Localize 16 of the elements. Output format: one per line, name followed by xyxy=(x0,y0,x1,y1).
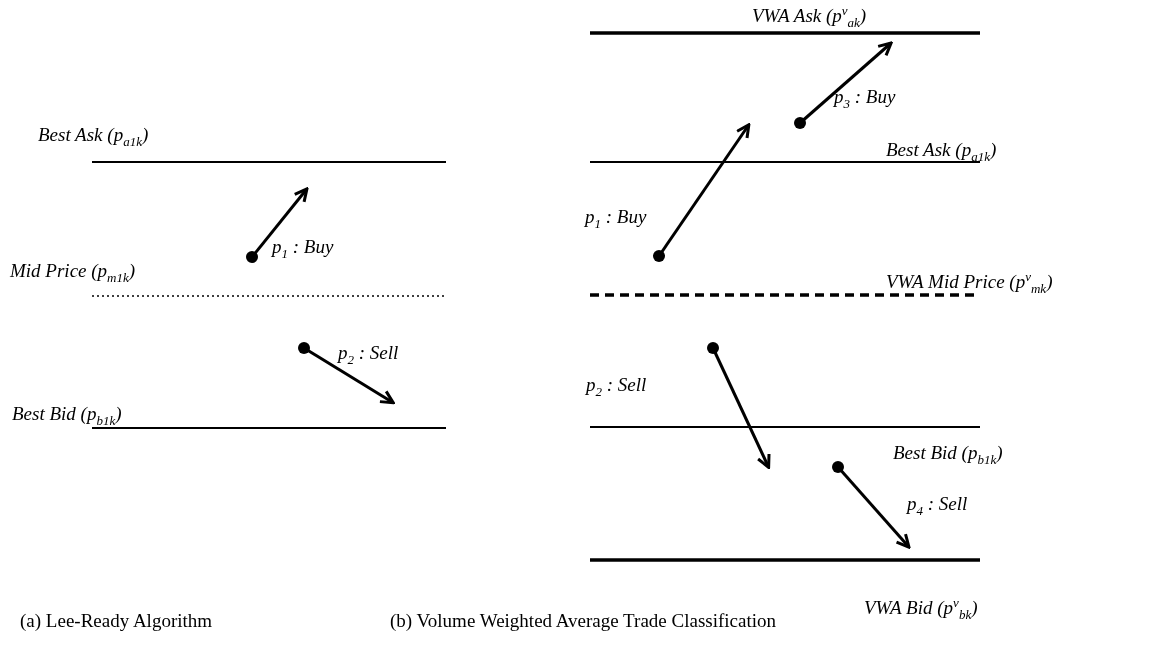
arrow-label: p$_{1}$ : Buy xyxy=(585,206,647,233)
line-label: VWA Bid (p$^{v}$$_{bk}$) xyxy=(864,594,978,625)
arrow-label: p$_{2}$ : Sell xyxy=(338,342,399,369)
arrow-label: p$_{4}$ : Sell xyxy=(907,493,968,520)
arrow-label: p$_{1}$ : Buy xyxy=(272,236,334,263)
arrow-label: p$_{2}$ : Sell xyxy=(586,374,647,401)
arrow-label: p$_{3}$ : Buy xyxy=(834,86,896,113)
caption: (a) Lee-Ready Algorithm xyxy=(20,610,213,632)
line-label: Mid Price (p$_{m1k}$) xyxy=(10,260,136,287)
line-label: Best Ask (p$_{a1k}$) xyxy=(886,139,997,166)
line-label: Best Bid (p$_{b1k}$) xyxy=(893,442,1003,469)
line-label: VWA Mid Price (p$^{v}$$_{mk}$) xyxy=(886,268,1053,299)
caption: (b) Volume Weighted Average Trade Classification xyxy=(390,610,776,632)
line-label: VWA Ask (p$^{v}$$_{ak}$) xyxy=(752,2,867,33)
line-label: Best Bid (p$_{b1k}$) xyxy=(12,403,122,430)
line-label: Best Ask (p$_{a1k}$) xyxy=(38,124,149,151)
